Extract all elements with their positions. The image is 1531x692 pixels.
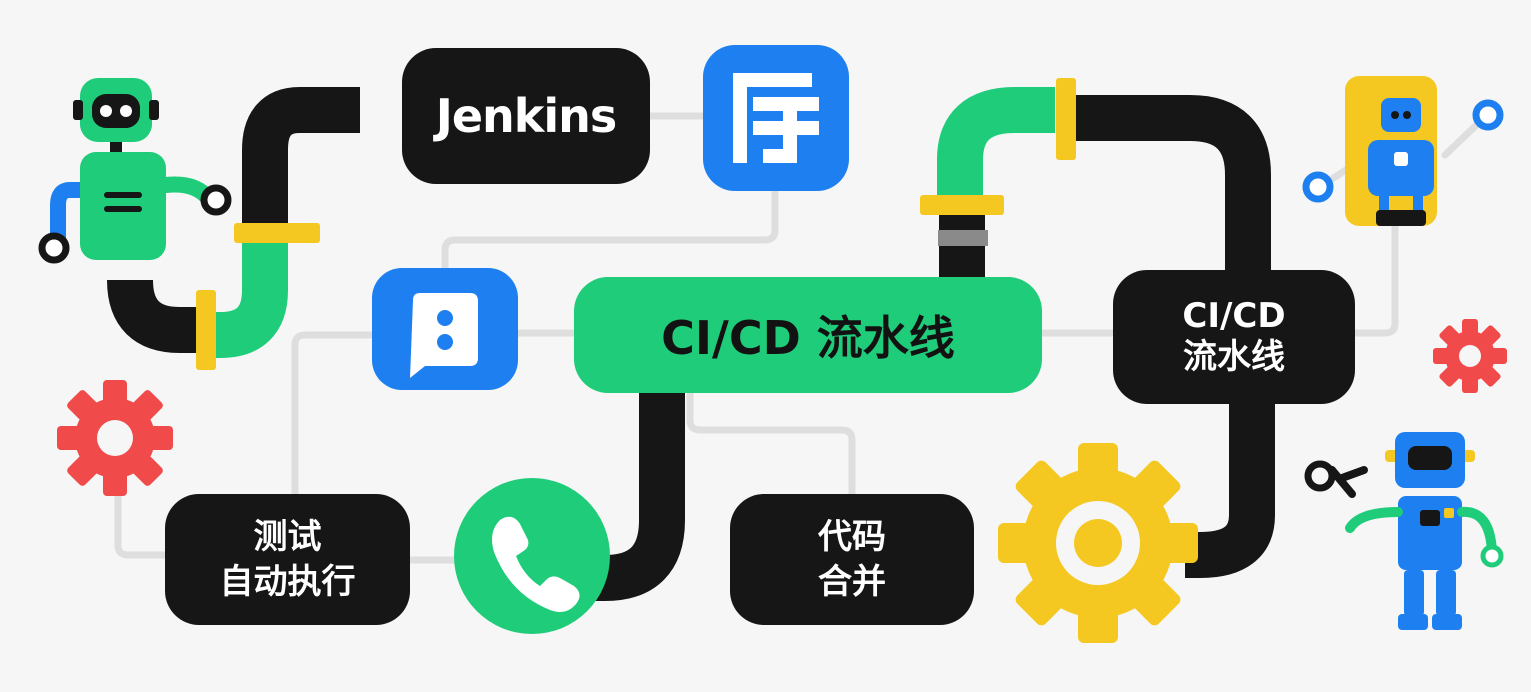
blue-robot-icon bbox=[1304, 432, 1504, 630]
pipes-green bbox=[197, 87, 1055, 358]
pipe-gap bbox=[362, 80, 376, 140]
collar-left-1 bbox=[234, 223, 320, 243]
jenkins-label-box[interactable]: Jenkins bbox=[402, 48, 650, 184]
side-pipeline-box[interactable]: CI/CD 流水线 bbox=[1113, 270, 1355, 404]
message-bubble-icon[interactable] bbox=[372, 268, 518, 390]
main-pipeline-label: CI/CD 流水线 bbox=[661, 311, 955, 365]
phone-call-icon[interactable] bbox=[454, 478, 610, 634]
connector-left-test bbox=[114, 436, 169, 559]
side-pipeline-line2: 流水线 bbox=[1183, 337, 1285, 377]
feishu-docs-icon[interactable] bbox=[703, 45, 849, 191]
collar-gray bbox=[938, 230, 988, 246]
pipe-right-down bbox=[1177, 400, 1275, 578]
connector-main-merge bbox=[686, 388, 856, 498]
connector-docs-down bbox=[441, 186, 779, 272]
pipe-left-upper bbox=[242, 87, 360, 230]
collar-right-1 bbox=[920, 195, 1004, 215]
code-merge-box[interactable]: 代码 合并 bbox=[730, 494, 974, 625]
pipe-left-green bbox=[197, 235, 288, 358]
merge-line1: 代码 bbox=[818, 517, 886, 558]
red-gear-small-icon bbox=[1433, 319, 1507, 393]
pipe-collars bbox=[196, 78, 1076, 370]
merge-line2: 合并 bbox=[818, 561, 886, 602]
green-robot-icon bbox=[38, 78, 232, 264]
pipe-main-down bbox=[582, 392, 685, 601]
collar-right-2 bbox=[1056, 78, 1076, 160]
pipe-right-top bbox=[1060, 95, 1271, 280]
pipe-right-green bbox=[937, 87, 1055, 200]
side-pipeline-line1: CI/CD bbox=[1182, 296, 1286, 337]
test-line2: 自动执行 bbox=[219, 561, 356, 602]
test-line1: 测试 bbox=[253, 517, 322, 558]
connector-side-robot bbox=[1351, 222, 1399, 337]
test-automation-box[interactable]: 测试 自动执行 bbox=[165, 494, 410, 625]
main-pipeline-box[interactable]: CI/CD 流水线 bbox=[574, 277, 1042, 393]
connector-left-loop bbox=[291, 331, 374, 498]
red-gear-icon bbox=[57, 380, 173, 496]
yellow-gear-icon bbox=[998, 443, 1198, 643]
pipe-left-lower bbox=[107, 278, 205, 353]
robot-card-icon bbox=[1302, 76, 1504, 226]
jenkins-label: Jenkins bbox=[435, 89, 618, 143]
collar-left-2 bbox=[196, 290, 216, 370]
